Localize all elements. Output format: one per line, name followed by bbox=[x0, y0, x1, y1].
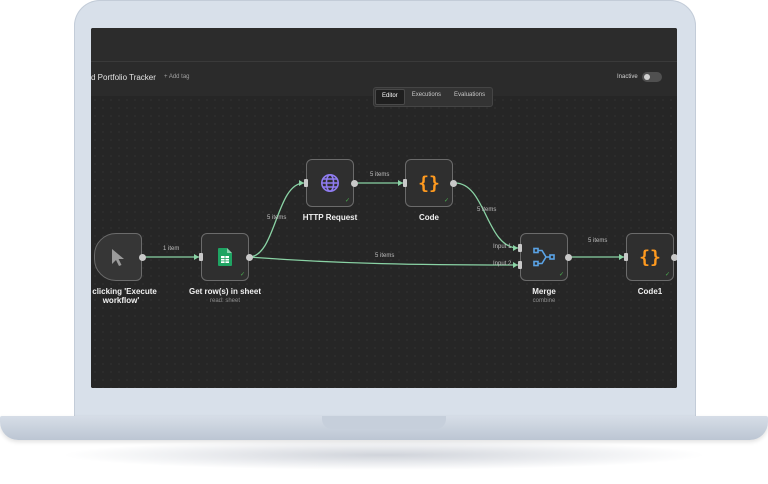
arrow-trigger-sheets bbox=[194, 254, 199, 260]
view-tabs: Editor Executions Evaluations bbox=[373, 87, 494, 107]
edge-label-code-merge: 5 items bbox=[477, 207, 497, 213]
laptop-notch bbox=[322, 416, 446, 429]
success-check-icon: ✓ bbox=[239, 272, 245, 278]
braces-icon: {} bbox=[639, 246, 661, 268]
node-manual-trigger[interactable] bbox=[94, 233, 142, 281]
laptop-shadow bbox=[60, 440, 708, 470]
braces-icon: {} bbox=[418, 172, 440, 194]
trigger-label-line2: workflow' bbox=[102, 296, 140, 305]
tab-executions[interactable]: Executions bbox=[411, 92, 442, 98]
sheets-output-port[interactable] bbox=[246, 254, 253, 261]
top-bar bbox=[91, 28, 677, 62]
merge-input1-label: Input 1 bbox=[493, 244, 512, 250]
success-check-icon: ✓ bbox=[443, 198, 449, 204]
arrow-sheets-http bbox=[299, 180, 304, 186]
code-output-port[interactable] bbox=[450, 180, 457, 187]
edge-label-trigger-sheets: 1 item bbox=[163, 246, 180, 252]
active-status-label: Inactive bbox=[617, 74, 638, 80]
merge-icon bbox=[521, 234, 567, 280]
workflow-title[interactable]: d Portfolio Tracker bbox=[91, 73, 156, 82]
edge-label-sheets-merge: 5 items bbox=[375, 253, 395, 259]
edge-sheets-http bbox=[248, 182, 305, 258]
node-http-request[interactable]: ✓ bbox=[306, 159, 354, 207]
arrow-code-merge bbox=[513, 245, 518, 251]
merge-input1-port[interactable] bbox=[518, 244, 522, 252]
trigger-output-port[interactable] bbox=[139, 254, 146, 261]
edge-code-merge bbox=[454, 182, 519, 249]
node-code1[interactable]: {} ✓ bbox=[626, 233, 674, 281]
code-label: Code bbox=[419, 213, 439, 222]
connections-layer bbox=[143, 180, 624, 268]
success-check-icon: ✓ bbox=[344, 198, 350, 204]
http-output-port[interactable] bbox=[351, 180, 358, 187]
add-tag-button[interactable]: + Add tag bbox=[164, 74, 190, 80]
arrow-merge-code1 bbox=[619, 254, 624, 260]
app-screen: d Portfolio Tracker + Add tag Inactive E… bbox=[91, 28, 677, 388]
sheets-input-port[interactable] bbox=[199, 253, 203, 261]
tab-evaluations[interactable]: Evaluations bbox=[454, 92, 486, 98]
tab-editor[interactable]: Editor bbox=[375, 89, 405, 105]
code1-output-port[interactable] bbox=[671, 254, 677, 261]
active-toggle[interactable] bbox=[642, 72, 662, 82]
merge-sublabel: combine bbox=[532, 298, 556, 304]
workflow-canvas[interactable]: 1 item 5 items 5 items 5 items 5 items 5… bbox=[91, 96, 677, 388]
edge-label-sheets-http: 5 items bbox=[267, 215, 287, 221]
sheets-sublabel: read: sheet bbox=[209, 298, 241, 304]
edge-label-merge-code1: 5 items bbox=[588, 238, 608, 244]
merge-label: Merge bbox=[532, 287, 556, 296]
code1-label: Code1 bbox=[637, 287, 663, 296]
sheets-label: Get row(s) in sheet bbox=[188, 287, 261, 296]
edge-label-http-code: 5 items bbox=[370, 172, 390, 178]
code-input-port[interactable] bbox=[403, 179, 407, 187]
success-check-icon: ✓ bbox=[558, 272, 564, 278]
node-code[interactable]: {} ✓ bbox=[405, 159, 453, 207]
cursor-icon bbox=[95, 234, 141, 280]
trigger-label: n clicking 'Execute workflow' bbox=[91, 287, 161, 305]
node-merge[interactable]: ✓ bbox=[520, 233, 568, 281]
http-label: HTTP Request bbox=[302, 213, 358, 222]
globe-icon bbox=[307, 160, 353, 206]
merge-input2-port[interactable] bbox=[518, 261, 522, 269]
trigger-label-line1: n clicking 'Execute bbox=[91, 287, 157, 296]
arrow-http-code bbox=[398, 180, 403, 186]
http-input-port[interactable] bbox=[304, 179, 308, 187]
code1-input-port[interactable] bbox=[624, 253, 628, 261]
edge-sheets-merge bbox=[248, 256, 519, 266]
merge-input2-label: Input 2 bbox=[493, 261, 512, 267]
google-sheets-icon bbox=[202, 234, 248, 280]
arrow-sheets-merge bbox=[513, 262, 518, 268]
success-check-icon: ✓ bbox=[664, 272, 670, 278]
merge-output-port[interactable] bbox=[565, 254, 572, 261]
node-get-rows-sheet[interactable]: ✓ bbox=[201, 233, 249, 281]
